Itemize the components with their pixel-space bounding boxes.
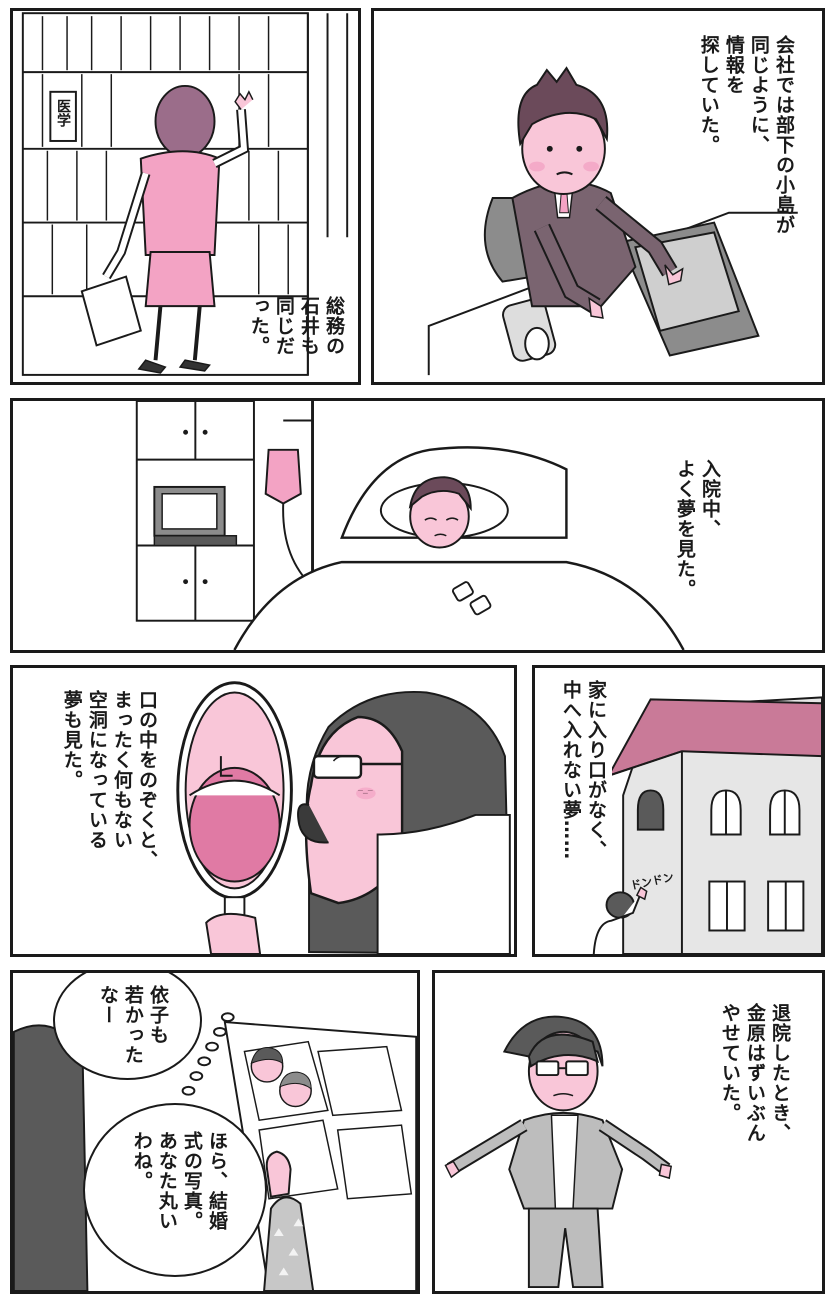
panel-library: 医学 総務の 石井も 同じだ った。	[10, 8, 361, 385]
caption-p7: 退院したとき、 金原はずいぶん やせていた。	[718, 1003, 791, 1143]
caption-p2: 会社では部下の小島が 同じように、 情報を 探していた。	[697, 35, 795, 235]
caption-p3: 入院中、 よく夢を見た。	[673, 459, 721, 599]
house-illustration	[592, 696, 822, 954]
library-woman-illustration	[21, 12, 349, 376]
panel-mirror: 口の中をのぞくと、 まったく何もない 空洞になっている 夢も見た。	[10, 665, 517, 957]
caption-p5: 家に入り口がなく、 中へ入れない夢……	[553, 678, 612, 862]
caption-p1: 総務の 石井も 同じだ った。	[247, 296, 345, 356]
discharged-man-illustration	[444, 1015, 673, 1289]
speech-bubble-top: 依子も 若かった なー	[53, 973, 202, 1080]
panel-office: 会社では部下の小島が 同じように、 情報を 探していた。	[371, 8, 825, 385]
photo-album-illustration	[13, 1012, 417, 1291]
panel-album: 依子も 若かった なー ほら、結婚 式の写真。 あなた丸い わね。	[10, 970, 420, 1294]
speech-bubble-bottom: ほら、結婚 式の写真。 あなた丸い わね。	[83, 1103, 267, 1277]
office-man-illustration	[427, 66, 798, 376]
speech-top-text: 依子も 若かった なー	[96, 985, 169, 1065]
panel-hospital: 入院中、 よく夢を見た。	[10, 398, 825, 653]
hospital-bed-illustration	[135, 401, 685, 650]
mirror-mouth-illustration	[176, 681, 511, 954]
speech-bottom-text: ほら、結婚 式の写真。 あなた丸い わね。	[130, 1131, 228, 1231]
shelf-label: 医学	[55, 99, 71, 127]
panel-discharge: 退院したとき、 金原はずいぶん やせていた。	[432, 970, 825, 1294]
caption-p4: 口の中をのぞくと、 まったく何もない 空洞になっている 夢も見た。	[60, 690, 158, 870]
panel-house: 家に入り口がなく、 中へ入れない夢…… ドンドン	[532, 665, 825, 957]
